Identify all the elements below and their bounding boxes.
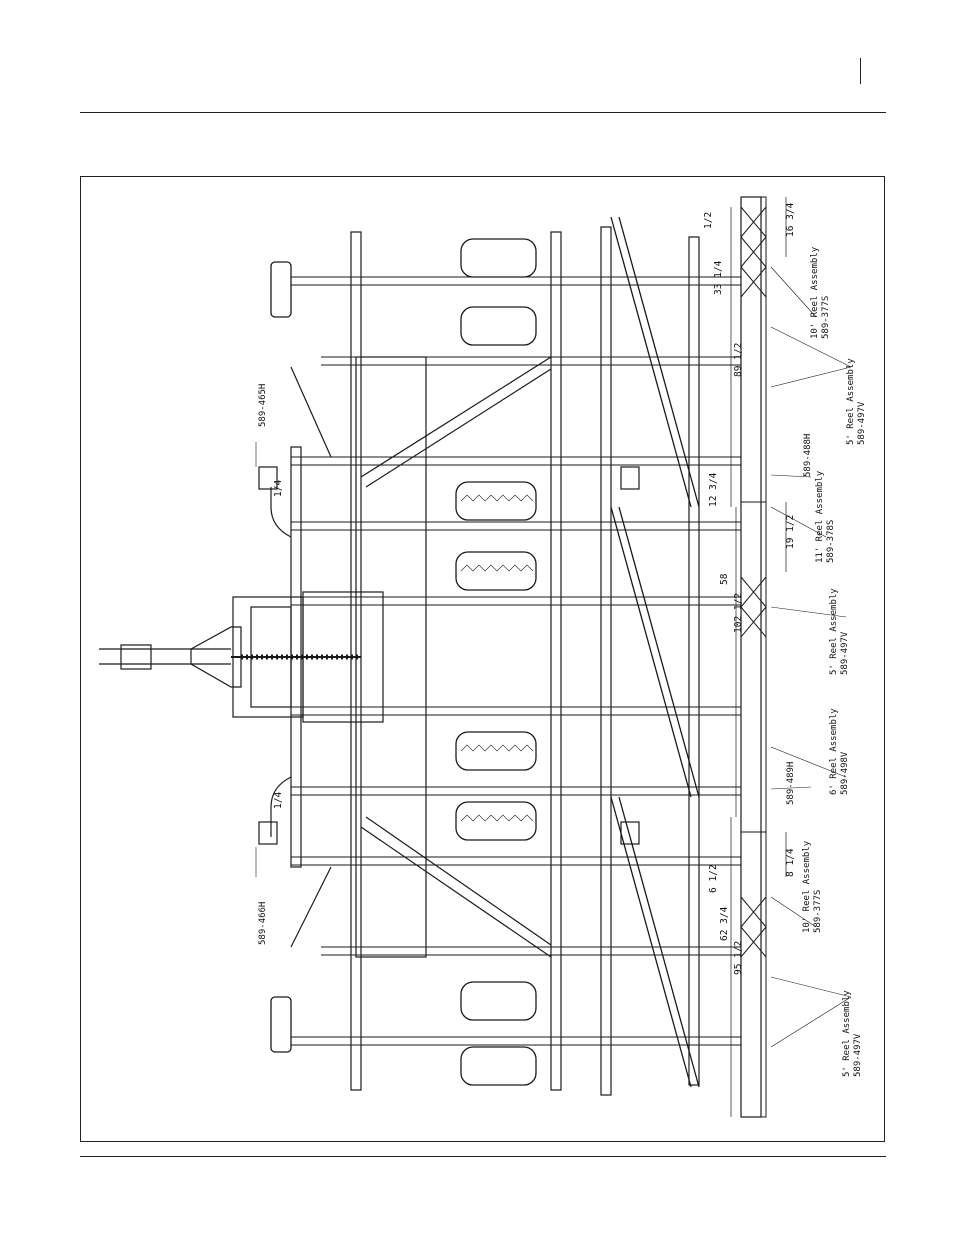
drawing-frame: 589-465H 589-466H 589-488H 589-489H 10' … xyxy=(80,176,885,1142)
reel-name: 6' Reel Assembly xyxy=(829,708,839,795)
dim-10: 8 1/4 xyxy=(785,848,796,877)
reel-name: 11' Reel Assembly xyxy=(815,470,825,563)
dim-5: 12 3/4 xyxy=(708,472,719,507)
reel-name: 5' Reel Assembly xyxy=(842,990,852,1077)
hydraulic-hoses xyxy=(258,466,640,845)
dim-14: 1/4 xyxy=(273,792,284,809)
reel-callout-4: 5' Reel Assembly 589-497V xyxy=(829,588,850,675)
reel-part: 589-497V xyxy=(853,1033,863,1077)
leader-lines xyxy=(255,266,852,1048)
frame-bars xyxy=(290,196,762,1118)
dim-13: 1/4 xyxy=(273,480,284,497)
dim-9: 6 1/2 xyxy=(708,864,719,893)
implement-top-view-drawing: 589-465H 589-466H 589-488H 589-489H 10' … xyxy=(99,196,867,1118)
dim-8: 102 1/2 xyxy=(733,593,744,633)
reel-part: 589-498V xyxy=(840,751,850,795)
part-tag-589-465H: 589-465H xyxy=(258,384,268,427)
dim-2: 16 3/4 xyxy=(785,202,796,237)
reel-part: 589-377S xyxy=(813,890,823,933)
wheels xyxy=(270,238,537,1086)
tine-gangs xyxy=(610,216,700,1088)
part-tag-589-489H: 589-489H xyxy=(786,762,796,805)
hitch-tongue xyxy=(99,626,361,688)
diagonal-braces xyxy=(290,356,552,958)
reel-callout-1: 10' Reel Assembly 589-377S xyxy=(810,246,831,339)
dim-4: 89 1/2 xyxy=(733,343,744,377)
tongue-mount xyxy=(232,591,384,723)
reel-part: 589-377S xyxy=(821,296,831,339)
part-tag-589-488H: 589-488H xyxy=(803,434,813,477)
cross-members xyxy=(291,276,741,1046)
reel-part: 589-497V xyxy=(840,631,850,675)
reel-callout-7: 5' Reel Assembly 589-497V xyxy=(842,990,863,1077)
dim-6: 19 1/2 xyxy=(785,515,796,549)
reel-part: 589-378S xyxy=(826,520,836,563)
reel-baskets xyxy=(740,196,767,1118)
page-marker-bar xyxy=(860,58,861,84)
dimension-lines xyxy=(730,197,787,1117)
dim-1: 1/2 xyxy=(703,212,714,229)
reel-name: 5' Reel Assembly xyxy=(829,588,839,675)
reel-callout-2: 5' Reel Assembly 589-497V xyxy=(846,358,867,445)
reel-name: 10' Reel Assembly xyxy=(802,840,812,933)
dim-12: 95 1/2 xyxy=(733,941,744,975)
header-rule xyxy=(80,112,886,113)
reel-callout-3: 11' Reel Assembly 589-378S xyxy=(815,470,836,563)
dim-11: 62 3/4 xyxy=(719,906,730,941)
tire-treads xyxy=(460,494,534,822)
reel-name: 5' Reel Assembly xyxy=(846,358,856,445)
reel-callout-5: 6' Reel Assembly 589-498V xyxy=(829,708,850,795)
footer-rule xyxy=(80,1156,886,1157)
dim-7: 58 xyxy=(719,573,730,585)
reel-name: 10' Reel Assembly xyxy=(810,246,820,339)
reel-part: 589-497V xyxy=(857,401,867,445)
reel-callout-6: 10' Reel Assembly 589-377S xyxy=(802,840,823,933)
part-tag-589-466H: 589-466H xyxy=(258,902,268,945)
dim-3: 33 1/4 xyxy=(713,260,724,295)
